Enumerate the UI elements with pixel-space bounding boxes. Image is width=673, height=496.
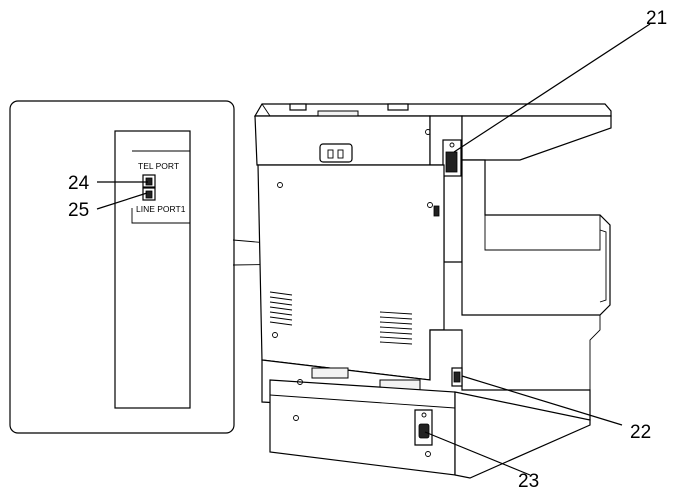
lid-edge: [261, 103, 271, 117]
vent-right: [379, 311, 413, 345]
line-port-label: LINE PORT1: [136, 204, 186, 214]
callout-22: 22: [630, 422, 651, 443]
lid-hinge-left: [289, 103, 307, 111]
feed-slot-left: [311, 367, 349, 379]
cab-screw-a: [297, 379, 303, 385]
cabinet-side: [454, 391, 591, 479]
port-plate: [131, 150, 191, 224]
lower-right-panel: [462, 314, 601, 420]
lid-slot: [317, 110, 359, 117]
leader-25: [96, 192, 148, 210]
output-tray: [461, 115, 612, 161]
tel-port-label: TEL PORT: [138, 161, 179, 171]
callout-23: 23: [518, 471, 539, 492]
connector-22-inner: [453, 371, 461, 383]
machine-rear-view: [253, 103, 612, 479]
leader-22: [461, 375, 623, 426]
inlet-screw: [421, 412, 427, 418]
callout-25: 25: [68, 200, 89, 221]
small-port: [433, 205, 440, 217]
leader-23: [424, 431, 531, 476]
feeder-lid: [253, 103, 612, 117]
line-port-jack-inner: [145, 190, 153, 199]
scanner-handle: [319, 143, 353, 163]
side-latch: [599, 229, 607, 303]
screw-b: [427, 202, 433, 208]
handle-slot-a: [327, 149, 334, 159]
cab-screw-b: [293, 415, 299, 421]
lid-hinge-right: [387, 103, 409, 111]
cab-screw-c: [425, 451, 431, 457]
main-power-switch: [445, 151, 458, 173]
handle-slot-b: [337, 149, 344, 159]
screw-a: [277, 182, 283, 188]
leader-21: [453, 23, 651, 153]
cabinet-seam: [269, 394, 456, 409]
callout-24: 24: [68, 173, 90, 194]
right-side-body: [461, 159, 611, 316]
inset-detail: TEL PORT LINE PORT1: [9, 100, 235, 434]
rear-panel: [257, 164, 445, 381]
power-inlet: [418, 423, 430, 439]
screw-c: [272, 332, 278, 338]
inset-panel: [114, 130, 191, 409]
switch-screw: [449, 142, 455, 148]
vent-left: [269, 291, 293, 326]
side-recess: [484, 215, 601, 251]
callout-21: 21: [646, 8, 667, 29]
